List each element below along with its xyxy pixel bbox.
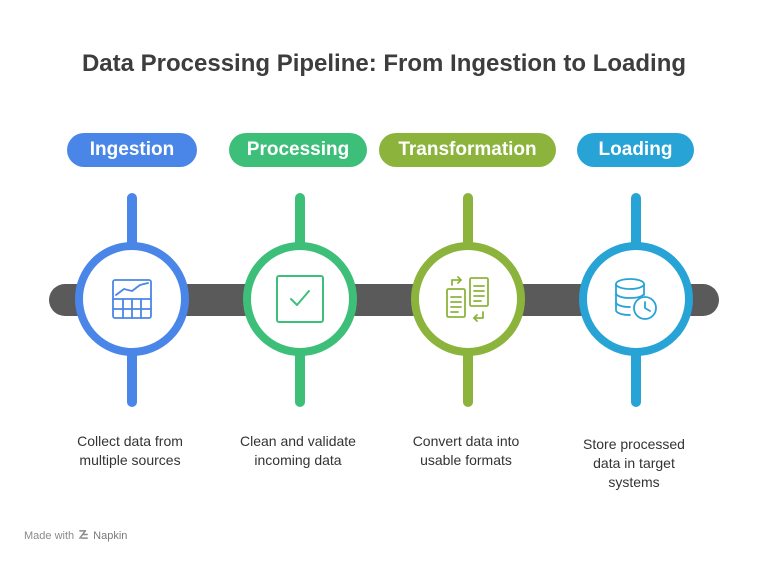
stage-description-transformation: Convert data into usable formats xyxy=(386,432,546,470)
stage-label: Loading xyxy=(598,139,673,160)
stage-description-ingestion: Collect data from multiple sources xyxy=(50,432,210,470)
database-clock-icon xyxy=(612,275,660,323)
stage-node-loading xyxy=(579,242,693,356)
stage-label: Ingestion xyxy=(89,139,175,160)
stage-pill-transformation: Transformation xyxy=(379,133,556,167)
footer-credit: Made with Napkin xyxy=(24,529,127,543)
napkin-brand: Napkin xyxy=(93,530,128,542)
stage-label: Transformation xyxy=(398,139,537,160)
stage-node-ingestion xyxy=(75,242,189,356)
document-convert-icon xyxy=(444,275,492,323)
description-line: Collect data from xyxy=(77,433,183,449)
page-title: Data Processing Pipeline: From Ingestion… xyxy=(81,50,687,77)
description-line: Convert data into xyxy=(412,433,520,449)
stage-label: Processing xyxy=(246,139,350,160)
napkin-logo-icon xyxy=(78,529,89,543)
description-line: data in target xyxy=(593,455,675,471)
table-chart-icon xyxy=(110,277,154,321)
made-with-text: Made with xyxy=(24,530,75,542)
stage-pill-processing: Processing xyxy=(229,133,367,167)
description-line: usable formats xyxy=(420,452,512,468)
description-line: Clean and validate xyxy=(240,433,356,449)
description-line: multiple sources xyxy=(79,452,181,468)
description-line: incoming data xyxy=(254,452,342,468)
stage-node-transformation xyxy=(411,242,525,356)
stage-pill-loading: Loading xyxy=(577,133,694,167)
checkbox-icon xyxy=(276,275,324,323)
description-line: Store processed xyxy=(583,436,685,452)
stage-description-processing: Clean and validate incoming data xyxy=(218,432,378,470)
stage-pill-ingestion: Ingestion xyxy=(67,133,197,167)
stage-node-processing xyxy=(243,242,357,356)
description-line: systems xyxy=(608,474,660,490)
stage-description-loading: Store processed data in target systems xyxy=(554,435,714,492)
